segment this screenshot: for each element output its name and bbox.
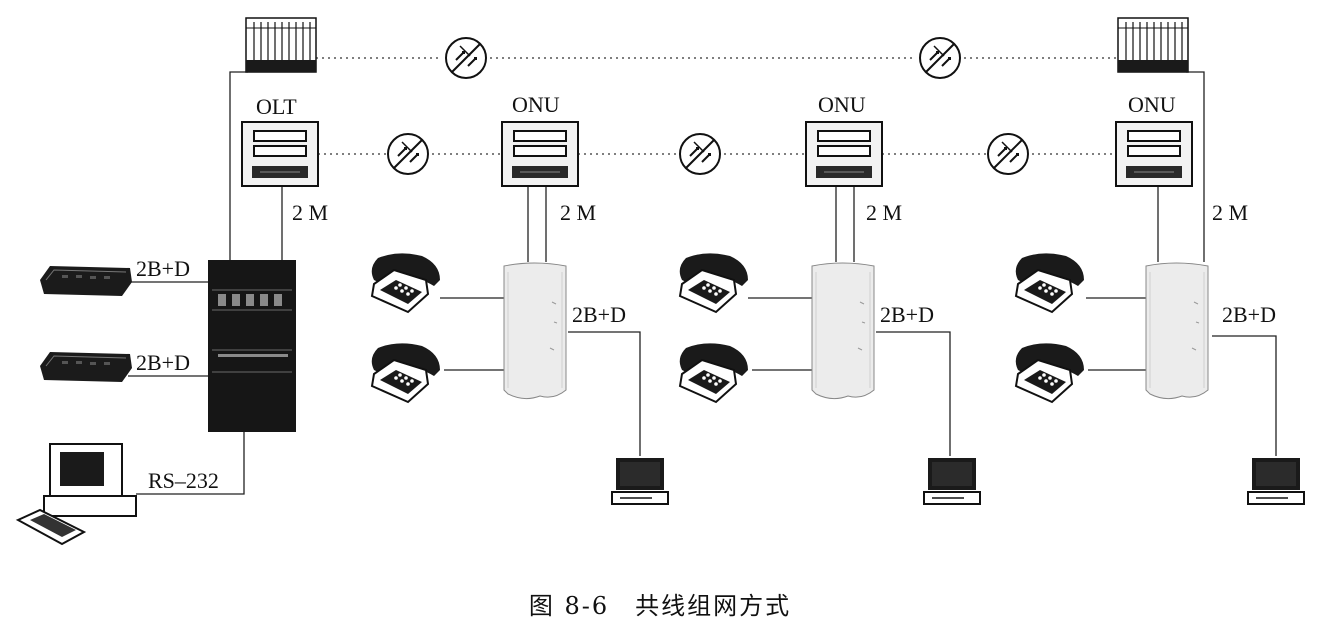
onu-2-box-icon <box>805 121 883 187</box>
phone-2b-icon <box>678 342 749 403</box>
label-isdn-1: 2B+D <box>136 256 190 281</box>
onu-1-cabinet-icon <box>503 262 567 400</box>
label-serial: RS–232 <box>148 468 219 493</box>
odf-right-icon <box>1117 17 1189 73</box>
coupler-2-icon <box>679 133 721 175</box>
onu-2-cabinet-icon <box>811 262 875 400</box>
olt-box-icon <box>241 121 319 187</box>
figure-caption: 图 8-6 共线组网方式 <box>529 592 791 620</box>
coupler-top-right-icon <box>919 37 961 79</box>
label-rate-onu-2: 2 M <box>866 200 902 225</box>
phone-2a-icon <box>678 252 749 313</box>
label-isdn-onu-2: 2B+D <box>880 302 934 327</box>
workstation-icon <box>15 443 137 546</box>
pc-1-icon <box>611 457 669 505</box>
pc-2-icon <box>923 457 981 505</box>
phone-3b-icon <box>1014 342 1085 403</box>
coupler-top-left-icon <box>445 37 487 79</box>
phone-3a-icon <box>1014 252 1085 313</box>
label-rate-onu-1: 2 M <box>560 200 596 225</box>
label-rate-olt: 2 M <box>292 200 328 225</box>
wiring <box>128 57 1277 495</box>
label-onu-2: ONU <box>818 92 866 117</box>
exchange-rack-icon <box>208 260 296 432</box>
onu-3-box-icon <box>1115 121 1193 187</box>
odf-left-icon <box>245 17 317 73</box>
phone-1a-icon <box>370 252 441 313</box>
onu-3-cabinet-icon <box>1145 262 1209 400</box>
pc-3-icon <box>1247 457 1305 505</box>
nt-terminal-2-icon <box>39 351 133 383</box>
label-isdn-onu-1: 2B+D <box>572 302 626 327</box>
label-onu-1: ONU <box>512 92 560 117</box>
coupler-1-icon <box>387 133 429 175</box>
label-isdn-2: 2B+D <box>136 350 190 375</box>
phone-1b-icon <box>370 342 441 403</box>
label-isdn-onu-3: 2B+D <box>1222 302 1276 327</box>
label-onu-3: ONU <box>1128 92 1176 117</box>
nt-terminal-1-icon <box>39 265 133 297</box>
label-olt: OLT <box>256 94 297 119</box>
coupler-3-icon <box>987 133 1029 175</box>
label-rate-onu-3: 2 M <box>1212 200 1248 225</box>
onu-1-box-icon <box>501 121 579 187</box>
